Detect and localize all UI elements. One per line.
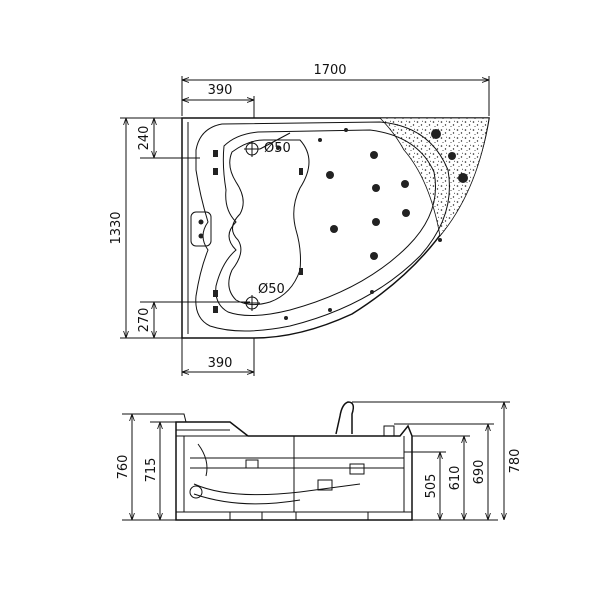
dimension-left-top-width: 390 bbox=[182, 83, 255, 118]
dimension-height-610: 610 bbox=[412, 435, 470, 520]
drain-top: Ø50 bbox=[244, 132, 291, 157]
drain-bottom-label: Ø50 bbox=[258, 282, 285, 297]
dimension-bottom-offset: 270 bbox=[137, 301, 250, 338]
control-knob bbox=[431, 129, 441, 139]
dimension-top-offset: 240 bbox=[137, 118, 200, 159]
dimension-height-780: 780 bbox=[352, 401, 523, 520]
jet bbox=[372, 218, 380, 226]
headrest bbox=[190, 211, 212, 247]
left-top-width-label: 390 bbox=[208, 83, 233, 98]
left-bottom-width-label: 390 bbox=[208, 356, 233, 371]
dimension-height-505: 505 bbox=[404, 451, 498, 521]
jet bbox=[401, 180, 409, 188]
control-knob bbox=[448, 152, 456, 160]
tub-outline-top bbox=[181, 117, 490, 339]
bottom-offset-label: 270 bbox=[137, 308, 152, 333]
drain-bottom: Ø50 bbox=[244, 282, 285, 311]
dimension-height-690: 690 bbox=[394, 423, 494, 520]
control-knob bbox=[458, 173, 468, 183]
jet bbox=[372, 184, 380, 192]
height-780-label: 780 bbox=[508, 449, 523, 474]
jet bbox=[370, 252, 378, 260]
jets bbox=[213, 128, 468, 320]
height-690-label: 690 bbox=[472, 460, 487, 485]
height-760-label: 760 bbox=[116, 455, 131, 480]
jet bbox=[402, 209, 410, 217]
top-offset-label: 240 bbox=[137, 126, 152, 151]
height-505-label: 505 bbox=[424, 474, 439, 499]
jet bbox=[326, 171, 334, 179]
height-715-label: 715 bbox=[144, 458, 159, 483]
tub-outline-side bbox=[175, 401, 413, 521]
dimension-height-760: 760 bbox=[116, 413, 178, 521]
dimension-height-715: 715 bbox=[144, 421, 178, 520]
side-view: 760 715 505 610 690 780 bbox=[116, 401, 523, 521]
height-610-label: 610 bbox=[448, 466, 463, 491]
jet bbox=[370, 151, 378, 159]
dimension-left-bottom-width: 390 bbox=[181, 338, 255, 376]
jet bbox=[330, 225, 338, 233]
overall-depth-label: 1330 bbox=[109, 211, 124, 244]
top-view: 1700 390 1330 240 270 bbox=[109, 63, 490, 376]
dimension-overall-width: 1700 bbox=[181, 63, 490, 116]
overall-width-label: 1700 bbox=[313, 63, 346, 78]
